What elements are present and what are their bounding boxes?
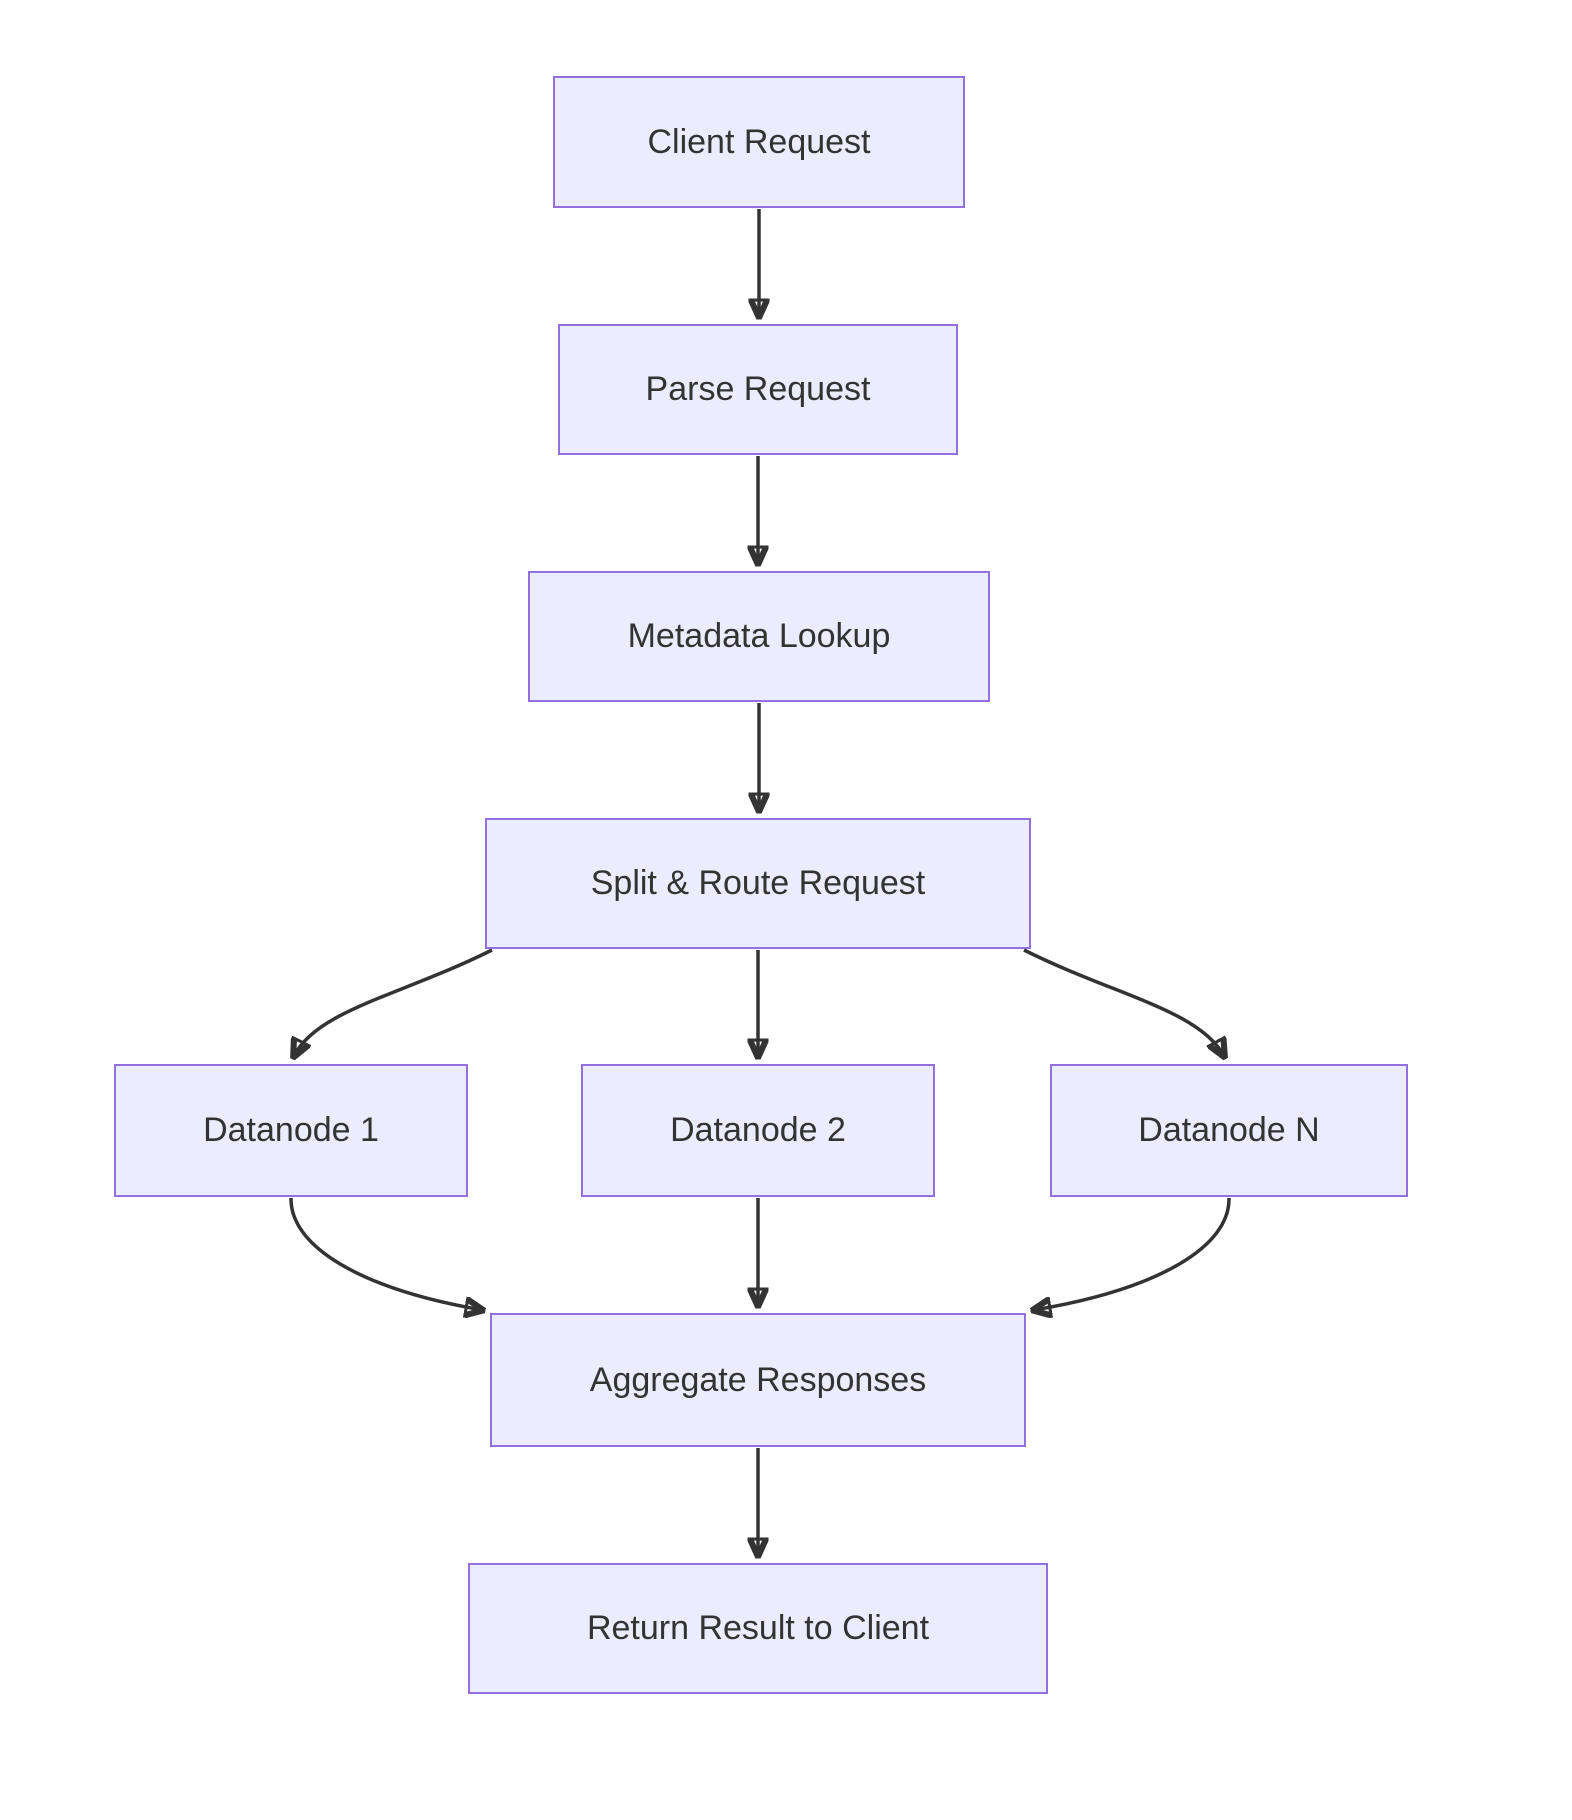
node-datanode-1: Datanode 1	[114, 1064, 468, 1197]
node-parse-request-label: Parse Request	[645, 370, 871, 409]
node-aggregate-responses: Aggregate Responses	[490, 1313, 1026, 1447]
node-client-request-label: Client Request	[647, 122, 871, 161]
node-datanode-n: Datanode N	[1050, 1064, 1408, 1197]
node-datanode-n-label: Datanode N	[1138, 1111, 1320, 1150]
node-metadata-lookup-label: Metadata Lookup	[627, 617, 891, 656]
node-client-request: Client Request	[553, 76, 965, 208]
node-return-result-to-client-label: Return Result to Client	[586, 1609, 930, 1648]
node-datanode-2-label: Datanode 2	[670, 1111, 846, 1150]
edge-split-to-datanodeN	[1023, 948, 1224, 1056]
node-datanode-2: Datanode 2	[581, 1064, 935, 1197]
node-aggregate-responses-label: Aggregate Responses	[589, 1360, 927, 1399]
node-datanode-1-label: Datanode 1	[203, 1111, 379, 1150]
edge-datanodeN-to-aggregate	[1034, 1197, 1231, 1310]
node-parse-request: Parse Request	[558, 324, 958, 455]
edge-datanode1-to-aggregate	[289, 1197, 482, 1310]
node-metadata-lookup: Metadata Lookup	[528, 571, 990, 702]
node-return-result-to-client: Return Result to Client	[468, 1563, 1048, 1694]
node-split-route-request-label: Split & Route Request	[590, 864, 926, 903]
edge-split-to-datanode1	[294, 948, 493, 1056]
node-split-route-request: Split & Route Request	[485, 818, 1031, 949]
